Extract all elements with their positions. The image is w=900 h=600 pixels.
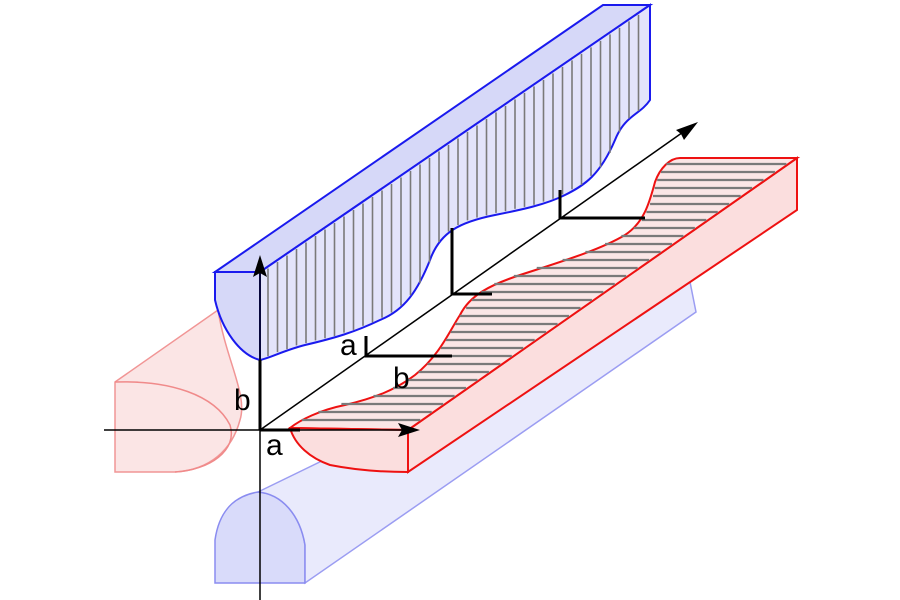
ghost-shapes bbox=[114, 280, 697, 585]
diagonal-axis-arrowhead bbox=[676, 122, 698, 140]
label-a-mid: a bbox=[340, 329, 357, 362]
blue-hatching bbox=[267, 14, 640, 357]
label-b-left: b bbox=[234, 384, 251, 417]
label-a-bottom: a bbox=[266, 429, 283, 462]
ghost-red-front-line bbox=[114, 381, 233, 473]
diagonal-axis bbox=[259, 129, 687, 431]
vertical-axis-arrowhead bbox=[253, 255, 267, 277]
red-slab-front-face bbox=[288, 426, 409, 474]
step-3 bbox=[450, 228, 492, 296]
red-hatching bbox=[302, 162, 787, 422]
horizontal-axis-arrowhead bbox=[398, 423, 420, 437]
label-b-mid: b bbox=[393, 362, 410, 395]
step-4 bbox=[558, 190, 645, 220]
red-waveguide bbox=[287, 156, 801, 474]
axes bbox=[104, 122, 698, 600]
red-wavy-profile bbox=[287, 157, 801, 432]
step-2 bbox=[364, 336, 452, 358]
ghost-red-left-profile bbox=[114, 308, 243, 473]
step-markers bbox=[258, 190, 645, 432]
ghost-blue-bottom-slab bbox=[255, 280, 697, 585]
labels: a b a b bbox=[234, 329, 410, 462]
